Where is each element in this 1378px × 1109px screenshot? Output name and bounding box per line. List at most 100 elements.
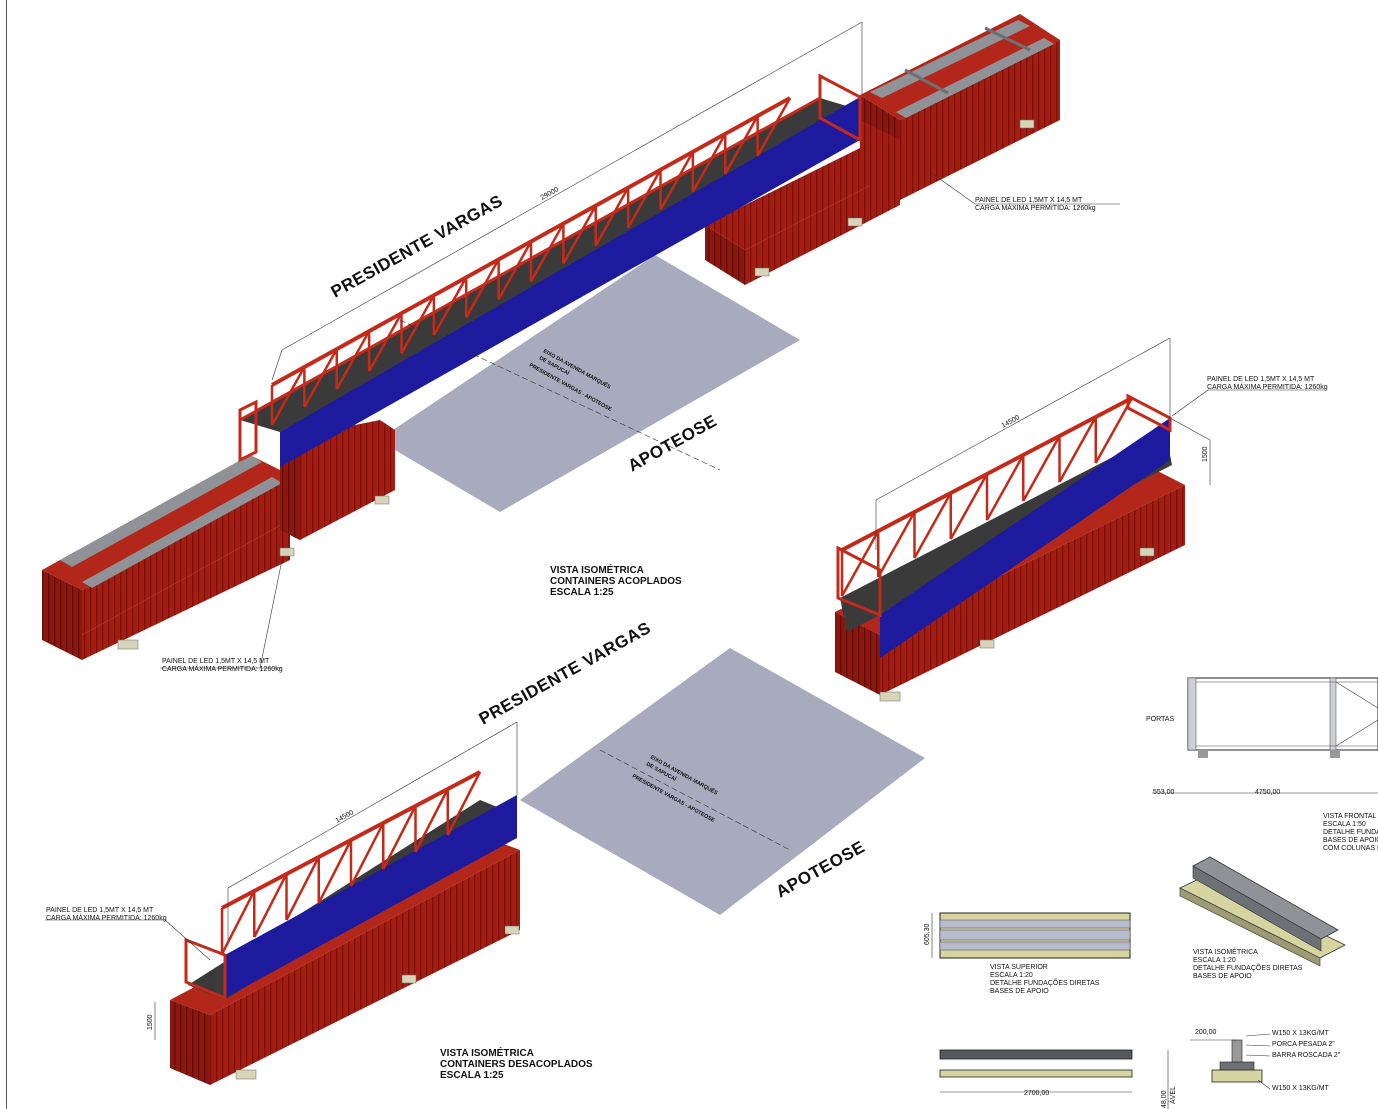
view-coupled-line2: CONTAINERS ACOPLADOS xyxy=(550,576,682,587)
detail-front-line2: ESCALA 1:50 xyxy=(1323,821,1366,828)
detail-front-line5: COM COLUNAS I xyxy=(1323,845,1378,852)
truss-diagonal xyxy=(317,839,353,904)
detail-top-line1: VISTA SUPERIOR xyxy=(990,964,1048,971)
truss-diagonal xyxy=(270,366,306,426)
view-title-uncoupled: VISTA ISOMÉTRICA CONTAINERS DESACOPLADOS… xyxy=(440,1048,593,1081)
section-barra: BARRA ROSCADA 2" xyxy=(1272,1052,1341,1059)
container-right-upper xyxy=(860,14,1060,200)
truss-diagonal xyxy=(285,856,320,921)
truss-diagonal xyxy=(985,454,1025,521)
section-w150-top: W150 X 13KG/MT xyxy=(1272,1030,1329,1037)
led-panel-long xyxy=(280,97,860,467)
dim-605: 605,30 xyxy=(924,923,931,945)
dim-4750: 4750,00 xyxy=(1255,789,1280,796)
truss-diagonal xyxy=(949,473,989,540)
truss-diagonal xyxy=(627,169,662,229)
truss-diagonal xyxy=(840,530,880,597)
avenue-plane-lower xyxy=(520,648,925,915)
dim-right-span: 14500 xyxy=(1001,414,1022,430)
led-note-top-line1: PAINEL DE LED 1,5MT X 14,5 MT xyxy=(975,197,1083,204)
detail-top-line2: ESCALA 1:20 xyxy=(990,972,1033,979)
led-panel-bottom xyxy=(225,795,517,998)
truss-diagonal xyxy=(349,822,385,887)
truss-diagonal xyxy=(877,511,916,578)
detail-front-caption: VISTA FRONTAL ESCALA 1:50 DETALHE FUNDAÇ… xyxy=(1323,813,1378,853)
truss-diagonal xyxy=(594,187,630,247)
detail-iso-caption: VISTA ISOMÉTRICA ESCALA 1:20 DETALHE FUN… xyxy=(1193,949,1302,981)
detail-top-line3: DETALHE FUNDAÇÕES DIRETAS xyxy=(990,980,1100,987)
truss-diagonal xyxy=(691,133,727,193)
detail-front-line4: BASES DE APOIO xyxy=(1323,837,1378,844)
truss-diagonal xyxy=(414,788,449,853)
view-title-coupled: VISTA ISOMÉTRICA CONTAINERS ACOPLADOS ES… xyxy=(550,565,682,598)
led-note-left-line1: PAINEL DE LED 1,5MT X 14,5 MT xyxy=(162,658,270,665)
truss-diagonal xyxy=(1022,435,1061,502)
truss-diagonal xyxy=(368,312,403,372)
led-note-top-line2: CARGA MÁXIMA PERMITIDA: 1260kg xyxy=(975,205,1096,212)
led-note-right-line2: CARGA MÁXIMA PERMITIDA: 1260kg xyxy=(1207,384,1328,391)
truss-diagonal xyxy=(497,240,533,301)
detail-front-line3: DETALHE FUNDAÇ xyxy=(1323,829,1378,836)
dim-200: 200,00 xyxy=(1195,1029,1217,1036)
led-note-bottom-line2: CARGA MÁXIMA PERMITIDA: 1260kg xyxy=(46,915,167,922)
led-note-right: PAINEL DE LED 1,5MT X 14,5 MT CARGA MÁXI… xyxy=(1207,376,1328,392)
truss-bridge-long xyxy=(238,73,862,467)
section-w150-bottom: W150 X 13KG/MT xyxy=(1272,1085,1329,1092)
truss-diagonal xyxy=(382,805,417,870)
uncoupled-assembly xyxy=(170,648,925,1085)
detail-top-view xyxy=(931,912,1131,959)
section-porca: PORCA PESADA 2" xyxy=(1272,1041,1335,1048)
view-coupled-line3: ESCALA 1:25 xyxy=(550,587,614,598)
dim-right-height: 1500 xyxy=(1202,446,1209,462)
truss-diagonal xyxy=(1058,416,1097,483)
avenue-plane xyxy=(378,255,800,512)
dimension-lines xyxy=(45,21,1325,1040)
sheet-border-line xyxy=(6,0,7,1109)
right-half-assembly xyxy=(835,393,1185,702)
detail-iso-line1: VISTA ISOMÉTRICA xyxy=(1193,949,1258,956)
dim-48: 48,00 xyxy=(1161,1090,1168,1108)
led-note-left-line2: CARGA MÁXIMA PERMITIDA: 1260kg xyxy=(162,666,283,673)
truss-diagonal xyxy=(335,330,371,390)
dim-553: 553,00 xyxy=(1153,789,1175,796)
truss-diagonal xyxy=(220,890,256,955)
led-note-top: PAINEL DE LED 1,5MT X 14,5 MT CARGA MÁXI… xyxy=(975,197,1096,213)
container-right-lower xyxy=(705,120,900,285)
view-uncoupled-line2: CONTAINERS DESACOPLADOS xyxy=(440,1059,593,1070)
led-note-bottom: PAINEL DE LED 1,5MT X 14,5 MT CARGA MÁXI… xyxy=(46,907,167,923)
truss-diagonal xyxy=(446,771,482,836)
dim-bottom-span: 14500 xyxy=(335,809,356,825)
truss-diagonal xyxy=(529,222,565,283)
portas-label: PORTAS xyxy=(1146,716,1175,723)
dim-bottom-height: 1500 xyxy=(147,1014,154,1030)
truss-diagonal xyxy=(432,276,468,336)
truss-diagonal xyxy=(659,151,694,211)
detail-iso-line4: BASES DE APOIO xyxy=(1193,973,1252,980)
truss-diagonal xyxy=(1094,397,1134,464)
dim-2700: 2700,00 xyxy=(1024,1090,1049,1097)
detail-iso-line3: DETALHE FUNDAÇÕES DIRETAS xyxy=(1193,965,1303,972)
truss-diagonal xyxy=(465,258,500,318)
truss-diagonal xyxy=(303,348,338,408)
view-uncoupled-line3: ESCALA 1:25 xyxy=(440,1070,504,1081)
view-coupled-line1: VISTA ISOMÉTRICA xyxy=(550,565,644,576)
detail-iso-line2: ESCALA 1:20 xyxy=(1193,957,1236,964)
section-cut-label: ÁVEL xyxy=(1168,1086,1177,1104)
led-note-left: PAINEL DE LED 1,5MT X 14,5 MT CARGA MÁXI… xyxy=(162,658,283,674)
dim-top-span: 29000 xyxy=(540,186,561,202)
detail-section xyxy=(1167,1033,1271,1109)
detail-iso-base xyxy=(1179,856,1346,967)
detail-top-caption: VISTA SUPERIOR ESCALA 1:20 DETALHE FUNDA… xyxy=(990,964,1099,996)
street-label-top: PRESIDENTE VARGAS xyxy=(328,191,506,301)
led-note-bottom-line1: PAINEL DE LED 1,5MT X 14,5 MT xyxy=(46,907,154,914)
coupled-assembly xyxy=(42,14,1060,660)
view-uncoupled-line1: VISTA ISOMÉTRICA xyxy=(440,1048,534,1059)
truss-diagonal xyxy=(562,205,597,265)
led-note-right-line1: PAINEL DE LED 1,5MT X 14,5 MT xyxy=(1207,376,1315,383)
truss-diagonal xyxy=(253,873,288,938)
detail-front-line1: VISTA FRONTAL xyxy=(1323,813,1377,820)
led-panel-right xyxy=(880,418,1170,658)
detail-front-view xyxy=(1152,677,1378,794)
detail-beam-elevation xyxy=(939,1049,1133,1093)
